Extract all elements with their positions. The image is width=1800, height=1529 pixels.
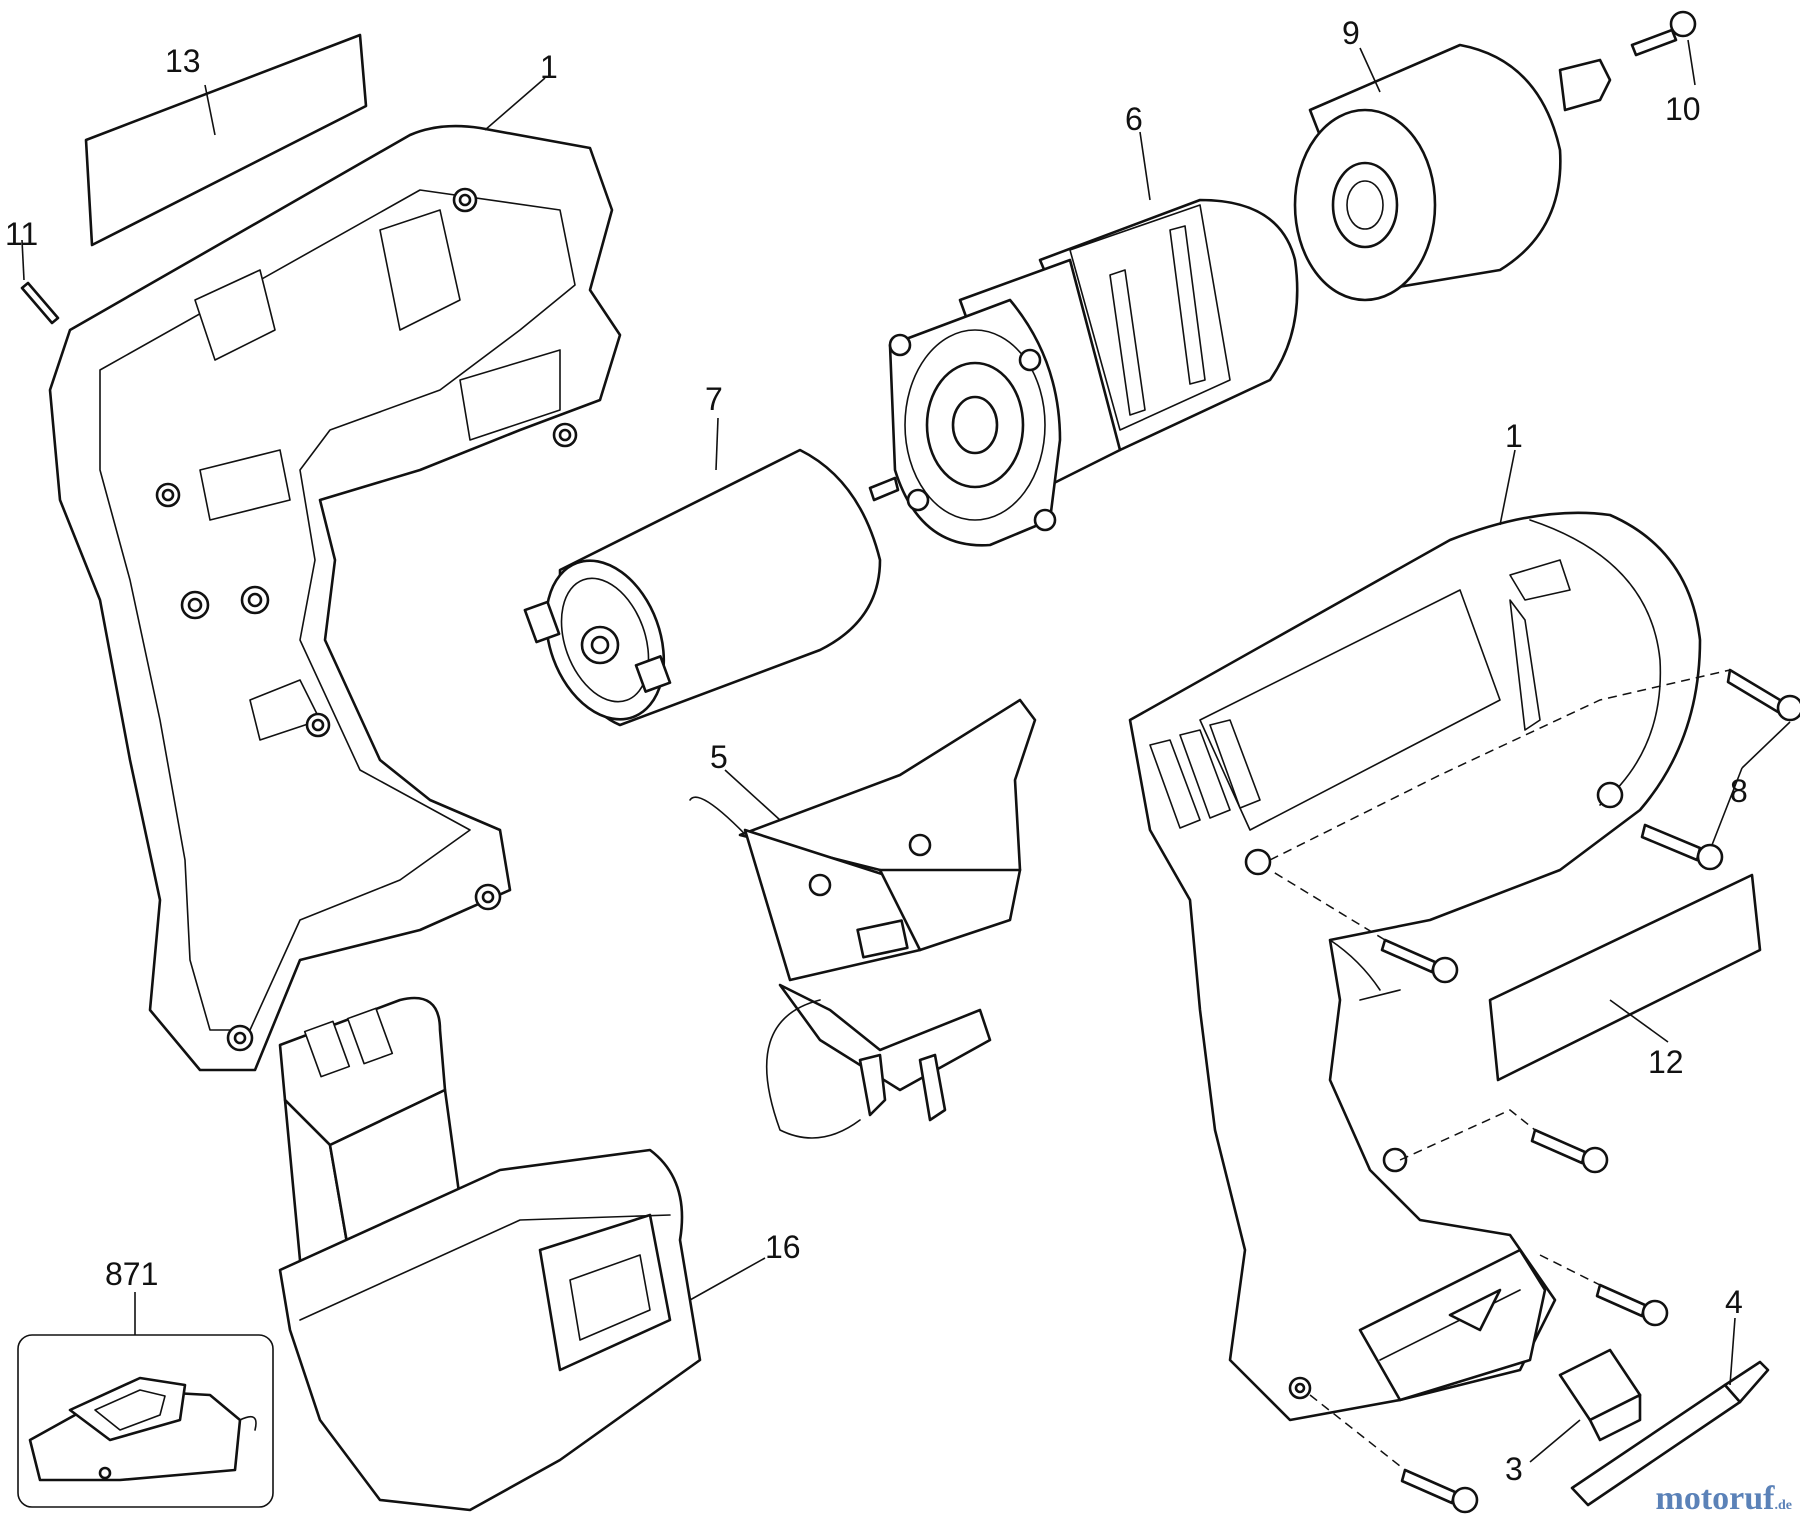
callout-1-top: 1 xyxy=(540,49,558,85)
part-7-motor xyxy=(523,448,900,727)
callout-labels: 13 1 11 9 10 6 7 1 5 8 12 16 871 4 3 xyxy=(5,15,1748,1487)
part-13-label-plate xyxy=(84,33,368,247)
watermark-logo: motoruf.de xyxy=(1656,1480,1792,1518)
callout-13: 13 xyxy=(165,43,201,79)
leader-lines xyxy=(21,39,1791,1463)
callout-12: 12 xyxy=(1648,1044,1684,1080)
part-8-screws xyxy=(1380,668,1800,1514)
part-1-housing-left-half xyxy=(48,124,622,1072)
part-1-housing-right-half xyxy=(1128,511,1702,1422)
fastener-path-dash-2 xyxy=(1269,869,1386,941)
watermark-brand: motoruf xyxy=(1655,1480,1775,1517)
part-12-label-plate xyxy=(1488,873,1762,1082)
callout-8: 8 xyxy=(1730,773,1748,809)
callout-1-right: 1 xyxy=(1505,418,1523,454)
part-6-gearbox xyxy=(888,198,1299,547)
callout-6: 6 xyxy=(1125,101,1143,137)
callout-4: 4 xyxy=(1725,1284,1743,1320)
callout-5: 5 xyxy=(710,739,728,775)
callout-16: 16 xyxy=(765,1229,801,1265)
part-5-switch xyxy=(689,698,1037,1139)
callout-3: 3 xyxy=(1505,1451,1523,1487)
callout-9: 9 xyxy=(1342,15,1360,51)
part-10-screw xyxy=(1630,10,1697,57)
fastener-path-dash-1 xyxy=(1269,669,1731,861)
fastener-path-dash-4 xyxy=(1539,1254,1601,1286)
part-871-charger-box xyxy=(17,1334,274,1508)
fastener-path-dash-3 xyxy=(1399,1109,1536,1161)
callout-7: 7 xyxy=(705,381,723,417)
part-11-pin xyxy=(20,281,60,325)
part-3-bit-clip xyxy=(1558,1348,1642,1442)
watermark-tld: .de xyxy=(1774,1498,1793,1513)
callout-10: 10 xyxy=(1665,91,1701,127)
callout-871: 871 xyxy=(105,1256,158,1292)
part-9-chuck xyxy=(1293,43,1612,302)
fastener-path-dash-5 xyxy=(1309,1394,1406,1471)
callout-11: 11 xyxy=(5,216,38,252)
part-16-battery-pack xyxy=(278,996,702,1512)
part-4-driver-bit xyxy=(1570,1360,1770,1507)
